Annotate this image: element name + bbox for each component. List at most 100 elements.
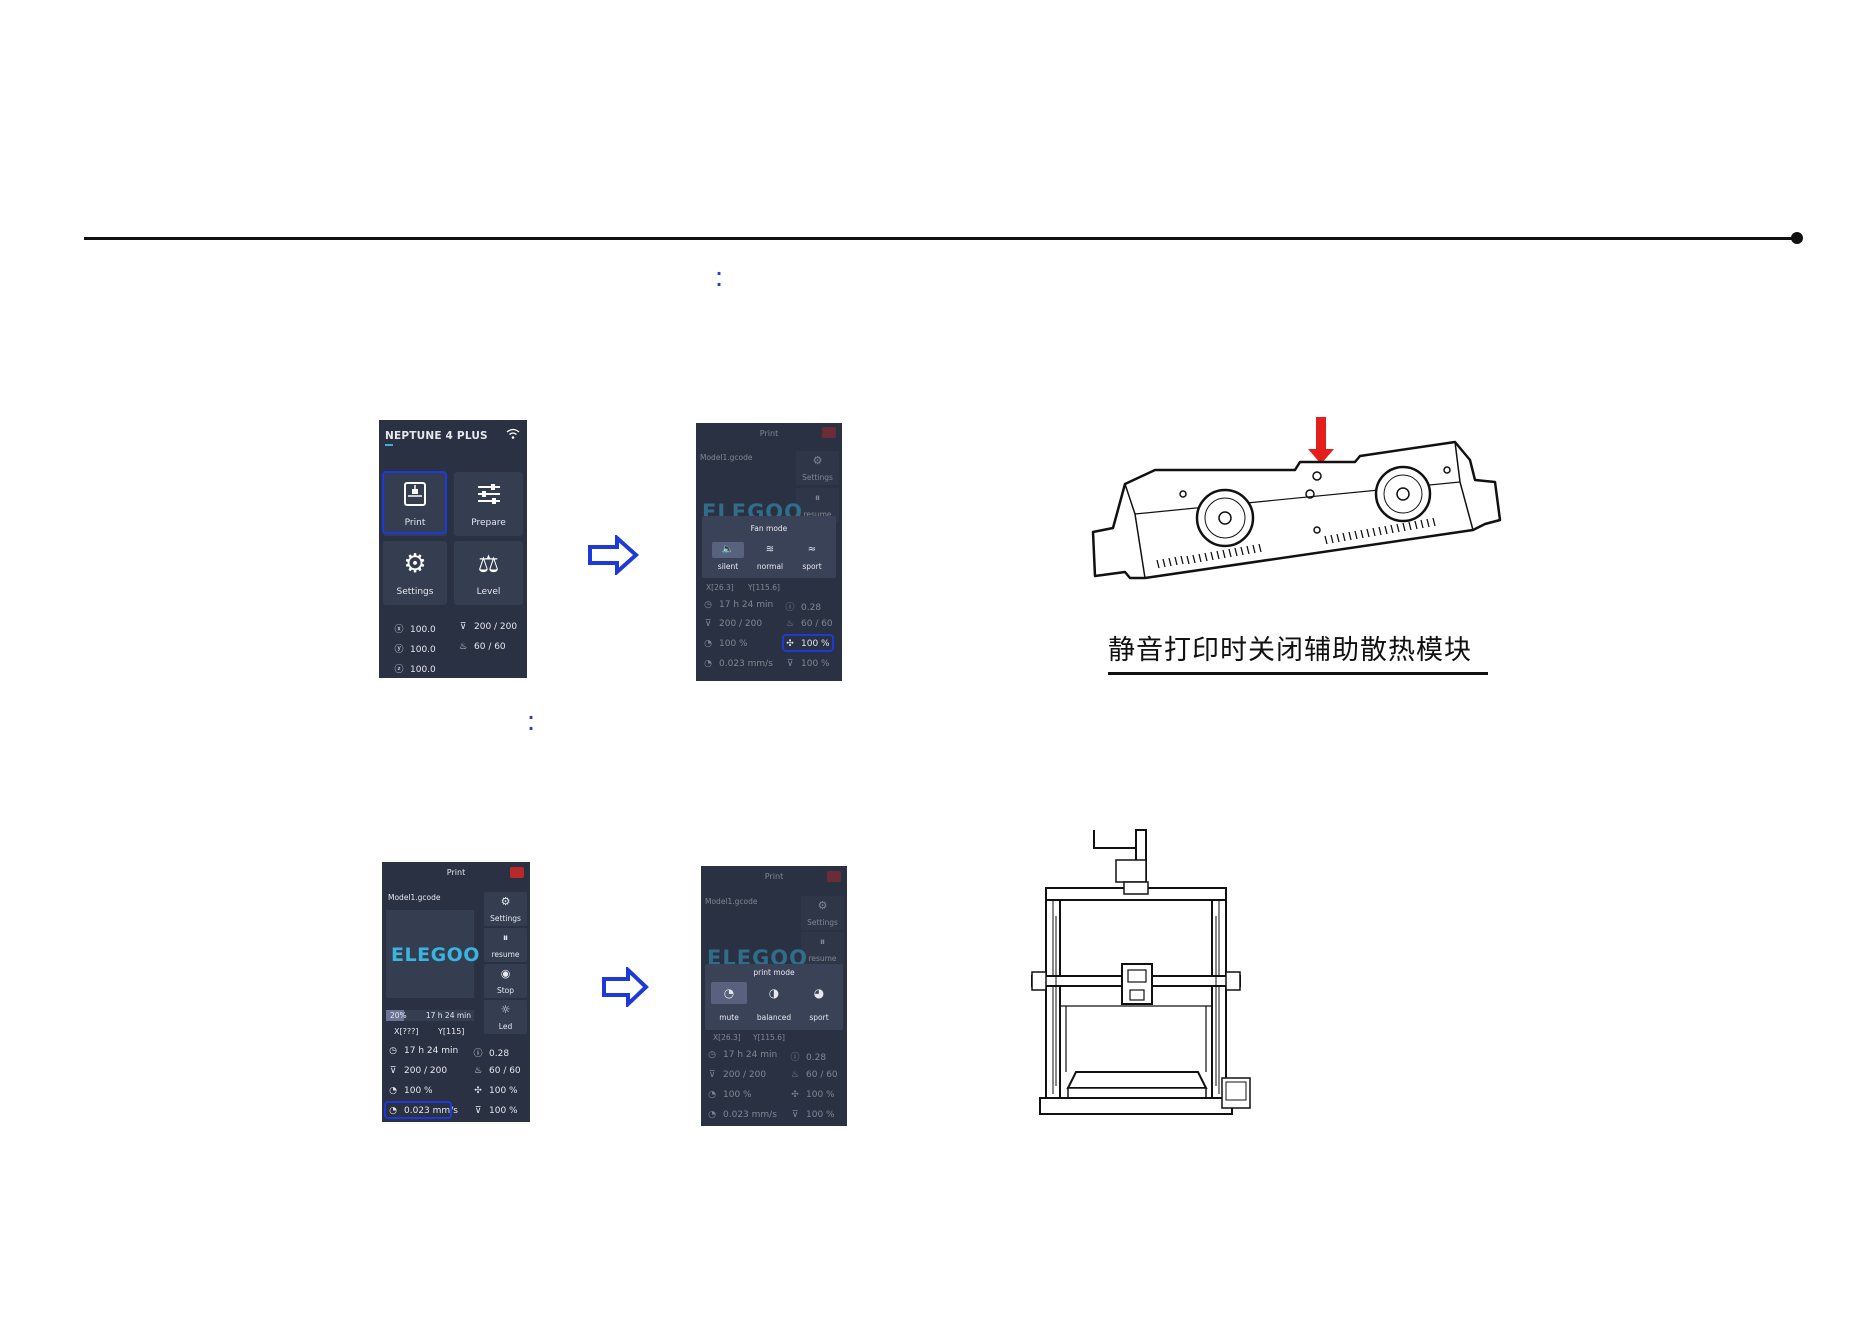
stat-bed: ♨60 / 60 bbox=[458, 642, 506, 652]
tile-level-label: Level bbox=[476, 587, 501, 597]
flow-highlight bbox=[384, 1101, 452, 1119]
stop-icon: ◉ bbox=[500, 967, 511, 980]
tile-level[interactable]: ⚖ Level bbox=[454, 541, 523, 605]
stat-speed: ◔100 % bbox=[702, 639, 748, 649]
flow-icon: ◔ bbox=[704, 659, 712, 669]
colon-mark: ·· bbox=[716, 264, 723, 294]
gauge-low-icon: ◔ bbox=[723, 986, 735, 1000]
stat-extrude: ⊽100 % bbox=[789, 1110, 835, 1120]
z-axis-icon: ⓩ bbox=[394, 665, 404, 675]
light-bulb-icon: ☼ bbox=[500, 1003, 511, 1016]
next-arrow bbox=[602, 967, 649, 1007]
extruder-icon: ⊽ bbox=[474, 1106, 482, 1116]
stat-flow: ◔0.023 mm/s bbox=[702, 659, 773, 669]
tile-print-label: Print bbox=[404, 518, 426, 528]
fan-icon: ✣ bbox=[786, 639, 794, 649]
fan-mode-dialog: Fan mode 🔈 ≋ ≈ silent normal sport bbox=[702, 516, 836, 578]
progress-fill bbox=[386, 1010, 404, 1021]
printer-title: NEPTUNE 4 PLUS bbox=[385, 430, 488, 442]
flow-icon: ◔ bbox=[708, 1110, 716, 1120]
resume-button[interactable]: ⏸resume bbox=[484, 928, 527, 962]
next-arrow bbox=[588, 535, 639, 575]
file-name: Model1.gcode bbox=[388, 893, 441, 902]
nozzle-icon: ⊽ bbox=[708, 1070, 716, 1080]
sport-option[interactable]: ◕ bbox=[801, 982, 837, 1004]
speaker-mute-icon: 🔈 bbox=[721, 544, 735, 555]
gear-icon: ⚙ bbox=[812, 454, 823, 467]
tile-settings[interactable]: ⚙ Settings bbox=[383, 541, 447, 605]
mute-option[interactable]: ◔ bbox=[711, 982, 747, 1004]
power-icon[interactable] bbox=[827, 871, 841, 882]
clock-icon: ◷ bbox=[389, 1046, 397, 1056]
dialog-title: print mode bbox=[753, 968, 795, 977]
stat-nozzle: ⊽200 / 200 bbox=[702, 619, 762, 629]
file-name: Model1.gcode bbox=[705, 897, 758, 906]
led-button[interactable]: ☼Led bbox=[484, 1000, 527, 1034]
settings-button[interactable]: ⚙Settings bbox=[484, 892, 527, 926]
title-underline bbox=[385, 444, 393, 446]
stop-button[interactable]: ◉Stop bbox=[484, 964, 527, 998]
gear-icon: ⚙ bbox=[500, 895, 511, 908]
elegoo-logo: ELEGOO bbox=[391, 944, 480, 966]
bed-heat-icon: ♨ bbox=[785, 619, 795, 629]
sport-option[interactable]: ≈ bbox=[796, 542, 828, 558]
wind-strong-icon: ≈ bbox=[807, 544, 817, 555]
tile-prepare[interactable]: Prepare bbox=[454, 472, 523, 536]
stat-flow[interactable]: ◔0.023 mm/s bbox=[387, 1106, 458, 1116]
red-arrow-head bbox=[1308, 449, 1334, 464]
y-position: Y[115] bbox=[438, 1027, 465, 1036]
top-rule bbox=[84, 237, 1796, 240]
y-axis-icon: ⓨ bbox=[394, 645, 404, 655]
progress-text: 20% bbox=[390, 1011, 407, 1020]
nozzle-icon: ⊽ bbox=[459, 622, 467, 632]
wind-icon: ≋ bbox=[765, 544, 775, 555]
settings-button[interactable]: ⚙Settings bbox=[796, 451, 839, 485]
gear-icon: ⚙ bbox=[403, 549, 427, 579]
scale-icon: ⚖ bbox=[477, 550, 500, 578]
gauge-high-icon: ◕ bbox=[813, 986, 825, 1000]
fan-highlight bbox=[782, 634, 834, 652]
stat-fan[interactable]: ✣100 % bbox=[784, 639, 829, 649]
balanced-option[interactable]: ◑ bbox=[756, 982, 792, 1004]
stat-bed: ♨60 / 60 bbox=[473, 1066, 521, 1076]
wifi-icon[interactable] bbox=[506, 428, 520, 440]
home-screen: NEPTUNE 4 PLUS Print Prepare ⚙ Settings bbox=[379, 420, 527, 678]
power-icon[interactable] bbox=[510, 867, 524, 878]
pause-icon: ⏸ bbox=[814, 491, 821, 504]
aux-fan-module-illustration bbox=[1091, 417, 1502, 580]
bed-heat-icon: ♨ bbox=[790, 1070, 800, 1080]
stat-extrude: ⊽100 % bbox=[472, 1106, 518, 1116]
screen-title: Print bbox=[764, 872, 784, 881]
extruder-icon: ⊽ bbox=[791, 1110, 799, 1120]
layer-icon: ⓘ bbox=[790, 1053, 800, 1063]
tile-print[interactable]: Print bbox=[383, 472, 447, 536]
sport-label: sport bbox=[802, 562, 822, 571]
mute-label: mute bbox=[719, 1013, 739, 1022]
normal-option[interactable]: ≋ bbox=[754, 542, 786, 558]
fan-icon: ✣ bbox=[791, 1090, 799, 1100]
stat-fan: ✣100 % bbox=[789, 1090, 834, 1100]
pause-icon: ⏸ bbox=[502, 931, 509, 944]
stat-speed: ◔100 % bbox=[387, 1086, 433, 1096]
stat-fan: ✣100 % bbox=[472, 1086, 517, 1096]
resume-button[interactable]: ⏸resume bbox=[801, 932, 844, 966]
stat-nozzle: ⊽200 / 200 bbox=[457, 622, 517, 632]
gauge-mid-icon: ◑ bbox=[768, 986, 780, 1000]
silent-label: silent bbox=[717, 562, 739, 571]
printer-illustration bbox=[1031, 829, 1251, 1115]
bed-heat-icon: ♨ bbox=[473, 1066, 483, 1076]
layer-icon: ⓘ bbox=[785, 603, 795, 613]
stat-nozzle: ⊽200 / 200 bbox=[387, 1066, 447, 1076]
speed-gauge-icon: ◔ bbox=[708, 1090, 716, 1100]
sliders-icon bbox=[478, 484, 500, 504]
silent-option[interactable]: 🔈 bbox=[712, 542, 744, 558]
fan-icon: ✣ bbox=[474, 1086, 482, 1096]
print-highlight bbox=[382, 471, 447, 534]
red-arrow-shaft bbox=[1316, 417, 1326, 451]
print-mode-screen: Print Model1.gcode ⚙Settings ⏸resume ELE… bbox=[701, 866, 847, 1126]
settings-button[interactable]: ⚙Settings bbox=[801, 896, 844, 930]
power-icon[interactable] bbox=[822, 427, 836, 438]
pause-icon: ⏸ bbox=[819, 935, 826, 948]
progress-bar: 20% 17 h 24 min bbox=[386, 1010, 474, 1021]
